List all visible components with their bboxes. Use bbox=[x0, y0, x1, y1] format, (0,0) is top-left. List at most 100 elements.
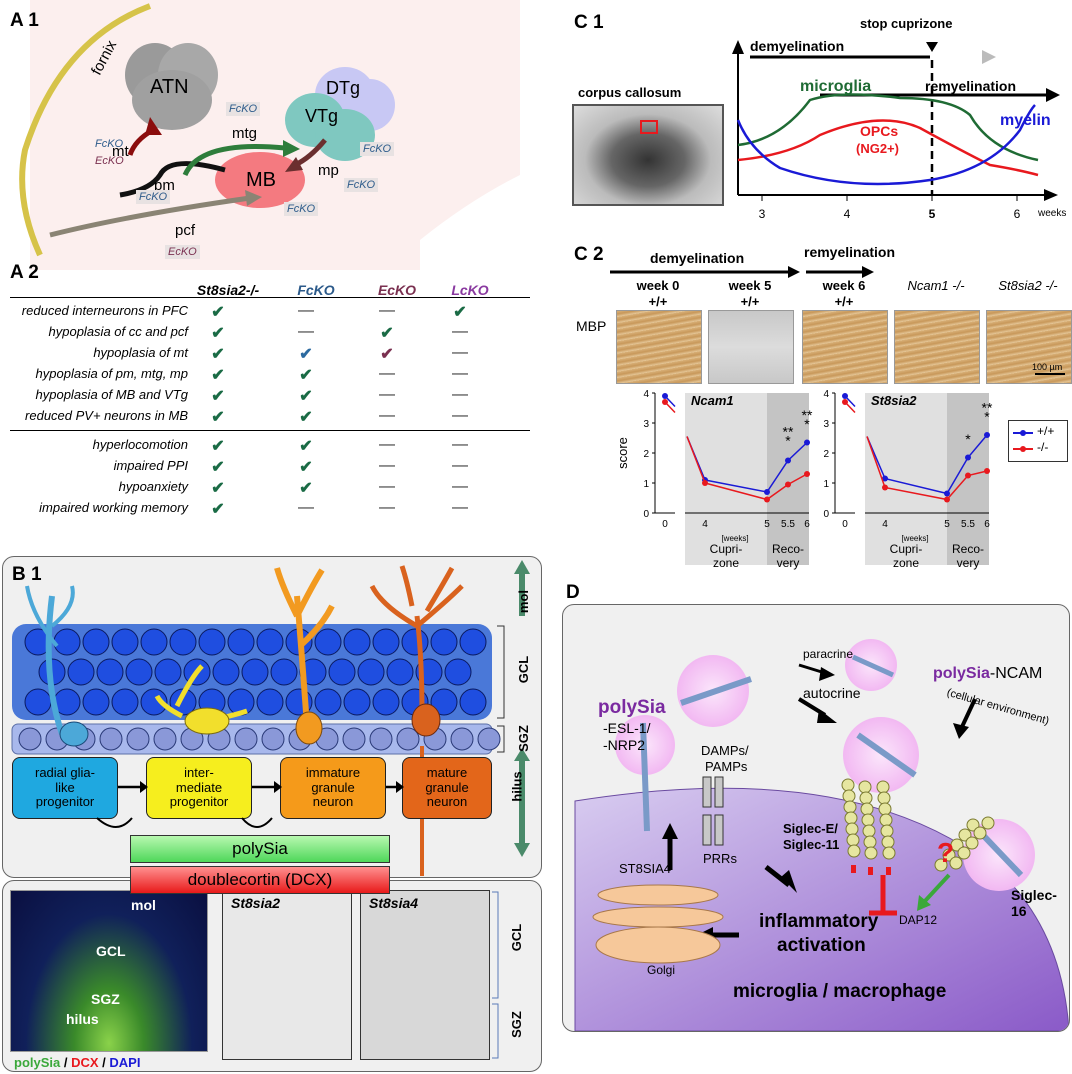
table-cell: ✔ bbox=[299, 438, 313, 455]
table-cell: ✔ bbox=[380, 325, 394, 342]
granule-cell bbox=[67, 658, 95, 686]
data-point bbox=[804, 471, 810, 477]
stain-dapi: DAPI bbox=[109, 1055, 141, 1070]
y-axis-label: score bbox=[615, 437, 630, 469]
table-cell: — bbox=[379, 407, 395, 424]
microglia-macrophage-label: microglia / macrophage bbox=[733, 981, 947, 1002]
scalebar bbox=[1035, 373, 1065, 375]
siglec-domain bbox=[845, 822, 859, 836]
x-tick-label: 5 bbox=[764, 519, 770, 530]
table-row: hypoanxiety✔✔—— bbox=[0, 478, 540, 499]
stain-separator: / bbox=[98, 1055, 110, 1070]
siglec-domain bbox=[859, 791, 873, 805]
granule-cell bbox=[270, 658, 298, 686]
table-cell: ✔ bbox=[211, 325, 225, 342]
siglec-domain bbox=[863, 835, 877, 849]
st8sia4-label: St8sia4 bbox=[369, 895, 419, 911]
data-point bbox=[662, 393, 668, 399]
granule-cell bbox=[140, 688, 168, 716]
ncam-suffix: -NCAM bbox=[989, 665, 1043, 682]
sgz-cell bbox=[369, 727, 393, 751]
granule-cell bbox=[154, 658, 182, 686]
pm-label: pm bbox=[154, 177, 175, 194]
granule-cell bbox=[140, 628, 168, 656]
fcko-badge: FcKO bbox=[95, 138, 124, 150]
data-point bbox=[965, 454, 971, 461]
sgz-cell bbox=[261, 727, 285, 751]
granule-cell bbox=[82, 688, 110, 716]
recovery-label: Reco- bbox=[772, 542, 804, 556]
siglec-domain bbox=[862, 824, 876, 838]
panel-a2-label: A 2 bbox=[10, 262, 39, 283]
granule-cell bbox=[343, 628, 371, 656]
mbp-image bbox=[616, 310, 702, 384]
stain-separator: / bbox=[60, 1055, 72, 1070]
header-st8sia2: St8sia2-/- bbox=[196, 282, 260, 298]
x-tick-label: 6 bbox=[804, 519, 810, 530]
siglec-domain bbox=[842, 789, 856, 803]
table-cell: ✔ bbox=[299, 388, 313, 405]
granule-cell bbox=[169, 628, 197, 656]
siglec16-domain bbox=[973, 826, 987, 840]
mp-label: mp bbox=[318, 162, 339, 179]
table-row: reduced interneurons in PFC✔——✔ bbox=[0, 302, 540, 323]
recovery-footer bbox=[767, 513, 809, 565]
x-unit-label: [weeks] bbox=[901, 534, 928, 543]
mature-neuron-soma bbox=[411, 703, 441, 737]
mt-label: mt bbox=[112, 143, 129, 160]
series-line bbox=[686, 436, 706, 484]
row-label: hyperlocomotion bbox=[92, 437, 188, 452]
data-point bbox=[702, 480, 708, 486]
cuprizone-label: Cupri- bbox=[890, 542, 923, 556]
series-line bbox=[866, 436, 886, 488]
siglec-domain bbox=[843, 800, 857, 814]
sgz-cell bbox=[234, 727, 258, 751]
side-gcl-label: GCL bbox=[509, 923, 525, 952]
row-label: hypoplasia of pm, mtg, mp bbox=[35, 366, 188, 381]
granule-cell bbox=[386, 658, 414, 686]
table-rule bbox=[10, 297, 530, 298]
table-cell: — bbox=[298, 302, 314, 319]
sgz-cell bbox=[342, 727, 366, 751]
data-point bbox=[804, 439, 810, 446]
siglec16-domain bbox=[934, 858, 948, 872]
mbp-image bbox=[708, 310, 794, 384]
granule-cell bbox=[125, 658, 153, 686]
table-cell: — bbox=[379, 302, 395, 319]
dcx-bar: doublecortin (DCX) bbox=[130, 866, 390, 894]
vtg-label: VTg bbox=[305, 106, 339, 126]
granule-cell bbox=[227, 628, 255, 656]
golgi-label: Golgi bbox=[647, 963, 676, 977]
mbp-col-title: week 6 bbox=[822, 278, 866, 293]
mbp-image bbox=[802, 310, 888, 384]
y-tick-label: 0 bbox=[643, 509, 649, 520]
header-ecko: EcKO bbox=[377, 282, 417, 298]
c2-demyelination-label: demyelination bbox=[650, 250, 745, 266]
table-row: hyperlocomotion✔✔—— bbox=[0, 436, 540, 457]
stain-dcx: DCX bbox=[71, 1055, 99, 1070]
granule-cell bbox=[256, 688, 284, 716]
mbp-col-title: week 5 bbox=[728, 278, 772, 293]
table-row: hypoplasia of pm, mtg, mp✔✔—— bbox=[0, 365, 540, 386]
x-tick-label: 0 bbox=[842, 519, 848, 530]
fornix-tract bbox=[19, 3, 152, 257]
myelin-label: myelin bbox=[1000, 112, 1051, 129]
table-cell: ✔ bbox=[380, 346, 394, 363]
esl-label: -ESL-1/ bbox=[603, 720, 651, 736]
table-cell: — bbox=[452, 344, 468, 361]
granule-cell bbox=[459, 688, 487, 716]
siglec16-domain bbox=[965, 836, 979, 850]
granule-cell bbox=[314, 628, 342, 656]
data-point bbox=[944, 496, 950, 503]
series-line bbox=[704, 473, 808, 501]
y-tick-label: 3 bbox=[823, 419, 829, 430]
cuprizone-footer bbox=[685, 513, 767, 565]
mbp-col-genotype: +/+ bbox=[834, 294, 854, 309]
x-tick-label: 5 bbox=[944, 519, 950, 530]
stop-cuprizone-label: stop cuprizone bbox=[860, 16, 953, 31]
table-row: impaired PPI✔✔—— bbox=[0, 457, 540, 478]
remyelination-label: remyelination bbox=[925, 78, 1017, 94]
granule-cell bbox=[169, 688, 197, 716]
mtg-label: mtg bbox=[232, 125, 258, 142]
